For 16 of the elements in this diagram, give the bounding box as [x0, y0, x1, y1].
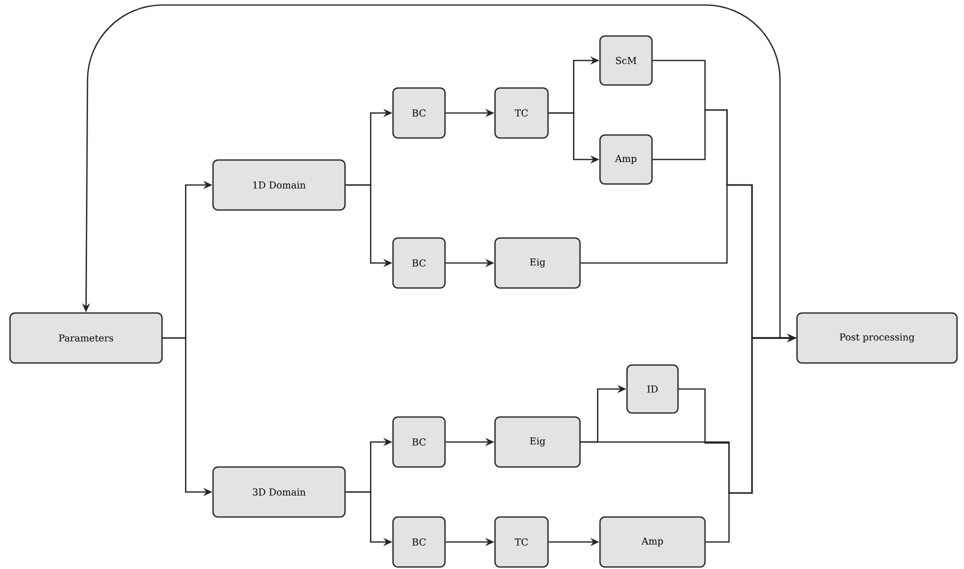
process-box: BC [392, 237, 446, 289]
process-box: ID [626, 364, 679, 414]
process-box: BC [392, 416, 446, 468]
process-box: 1D Domain [212, 159, 346, 211]
process-box: Amp [599, 516, 706, 568]
process-box: BC [392, 516, 446, 568]
process-box: Post processing [796, 312, 958, 364]
process-box: 3D Domain [212, 466, 346, 518]
process-box: ScM [599, 35, 653, 86]
process-box: BC [392, 87, 446, 139]
process-box: Parameters [9, 312, 163, 364]
process-box: TC [494, 516, 549, 568]
process-box: Eig [494, 416, 581, 468]
process-box: Eig [494, 237, 581, 289]
process-box: Amp [599, 134, 653, 185]
process-box: TC [494, 87, 549, 139]
